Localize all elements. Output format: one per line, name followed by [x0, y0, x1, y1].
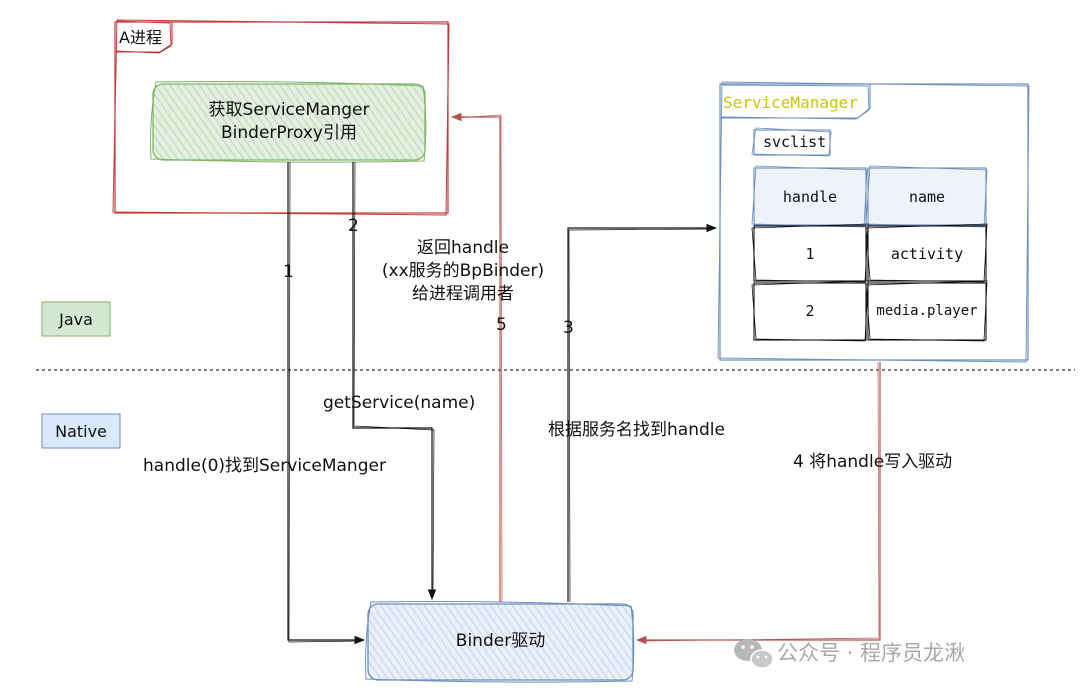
table-header-name: name: [908, 188, 946, 206]
svclist-label: svclist: [763, 133, 827, 151]
process-a-label: A进程: [119, 28, 162, 47]
arrow-step-5: [450, 112, 503, 603]
svclist-box: [751, 127, 832, 157]
step3-number: 3: [563, 318, 574, 338]
arrow-step-4: [635, 361, 881, 645]
step5-label-line2: (xx服务的BpBinder): [381, 261, 545, 281]
step1-label: handle(0)找到ServiceManger: [143, 456, 386, 476]
java-layer-label: Java: [59, 310, 93, 329]
step2-label: getService(name): [323, 393, 476, 413]
native-layer-label: Native: [55, 422, 107, 441]
binder-driver-label: Binder驱动: [455, 631, 546, 651]
service-manager-container: [717, 81, 1030, 363]
get-sm-label-line2: BinderProxy引用: [221, 123, 357, 143]
step1-number: 1: [283, 262, 294, 282]
get-service-manager-node: [150, 81, 427, 163]
watermark-text: 公众号 · 程序员龙湫: [777, 641, 966, 665]
step2-number: 2: [348, 216, 359, 236]
table-cell-name: media.player: [876, 303, 978, 319]
binder-driver-node: [365, 601, 635, 683]
get-sm-label-line1: 获取ServiceManger: [208, 100, 370, 120]
table-cell-handle: 2: [805, 302, 815, 320]
table-header-handle: handle: [782, 188, 838, 206]
step3-label: 根据服务名找到handle: [548, 420, 725, 440]
step4-label: 4 将handle写入驱动: [793, 452, 953, 472]
step5-number: 5: [496, 315, 507, 335]
process-a-container: [112, 19, 450, 216]
table-cell-name: activity: [890, 245, 964, 263]
service-manager-title: ServiceManager: [723, 93, 858, 112]
table-cell-handle: 1: [805, 245, 815, 263]
arrow-step-3: [567, 223, 718, 603]
java-layer-box: [41, 301, 111, 337]
arrow-step-2: [352, 161, 437, 601]
svclist-table: [751, 165, 988, 342]
wechat-icon: [734, 639, 774, 669]
step5-label-line3: 给进程调用者: [412, 284, 514, 304]
step5-label-line1: 返回handle: [417, 238, 509, 258]
native-layer-box: [41, 413, 121, 449]
arrow-step-1: [287, 161, 366, 645]
